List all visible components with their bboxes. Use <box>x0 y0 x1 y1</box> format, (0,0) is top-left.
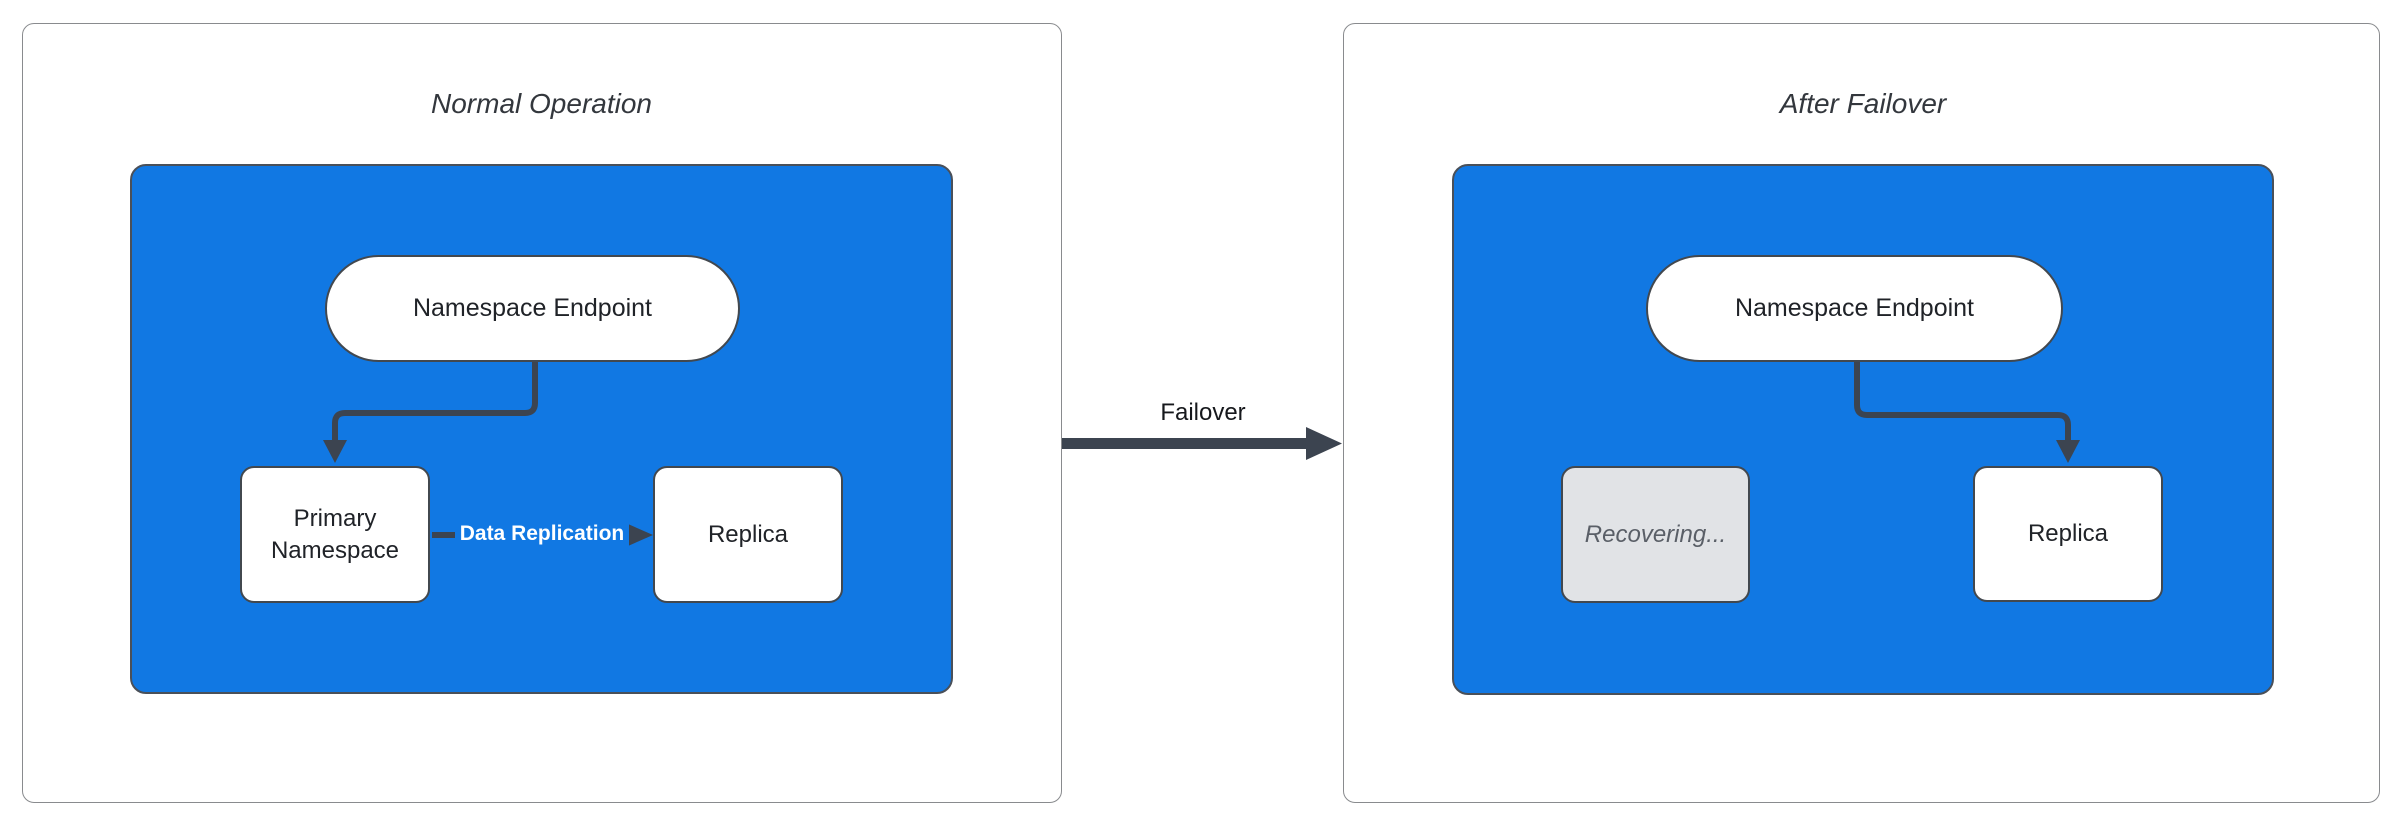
node-replica-normal: Replica <box>653 466 843 603</box>
node-namespace-endpoint-failover: Namespace Endpoint <box>1646 255 2063 362</box>
node-namespace-endpoint-normal: Namespace Endpoint <box>325 255 740 362</box>
panel-title-after-failover: After Failover <box>1779 88 1947 119</box>
failover-arrow <box>1062 427 1342 460</box>
node-replica-failover: Replica <box>1973 466 2163 602</box>
failover-label: Failover <box>1160 399 1246 426</box>
panel-title-normal-operation: Normal Operation <box>431 88 652 119</box>
node-recovering: Recovering... <box>1561 466 1750 603</box>
edge-endpoint-to-replica <box>1854 362 2080 463</box>
cluster-normal-operation <box>130 164 953 694</box>
edge-endpoint-to-primary <box>323 362 538 463</box>
data-replication-label-text: Data Replication <box>454 521 630 547</box>
data-replication-label: Data Replication <box>432 520 652 548</box>
cluster-after-failover <box>1452 164 2274 695</box>
node-primary-namespace: Primary Namespace <box>240 466 430 603</box>
